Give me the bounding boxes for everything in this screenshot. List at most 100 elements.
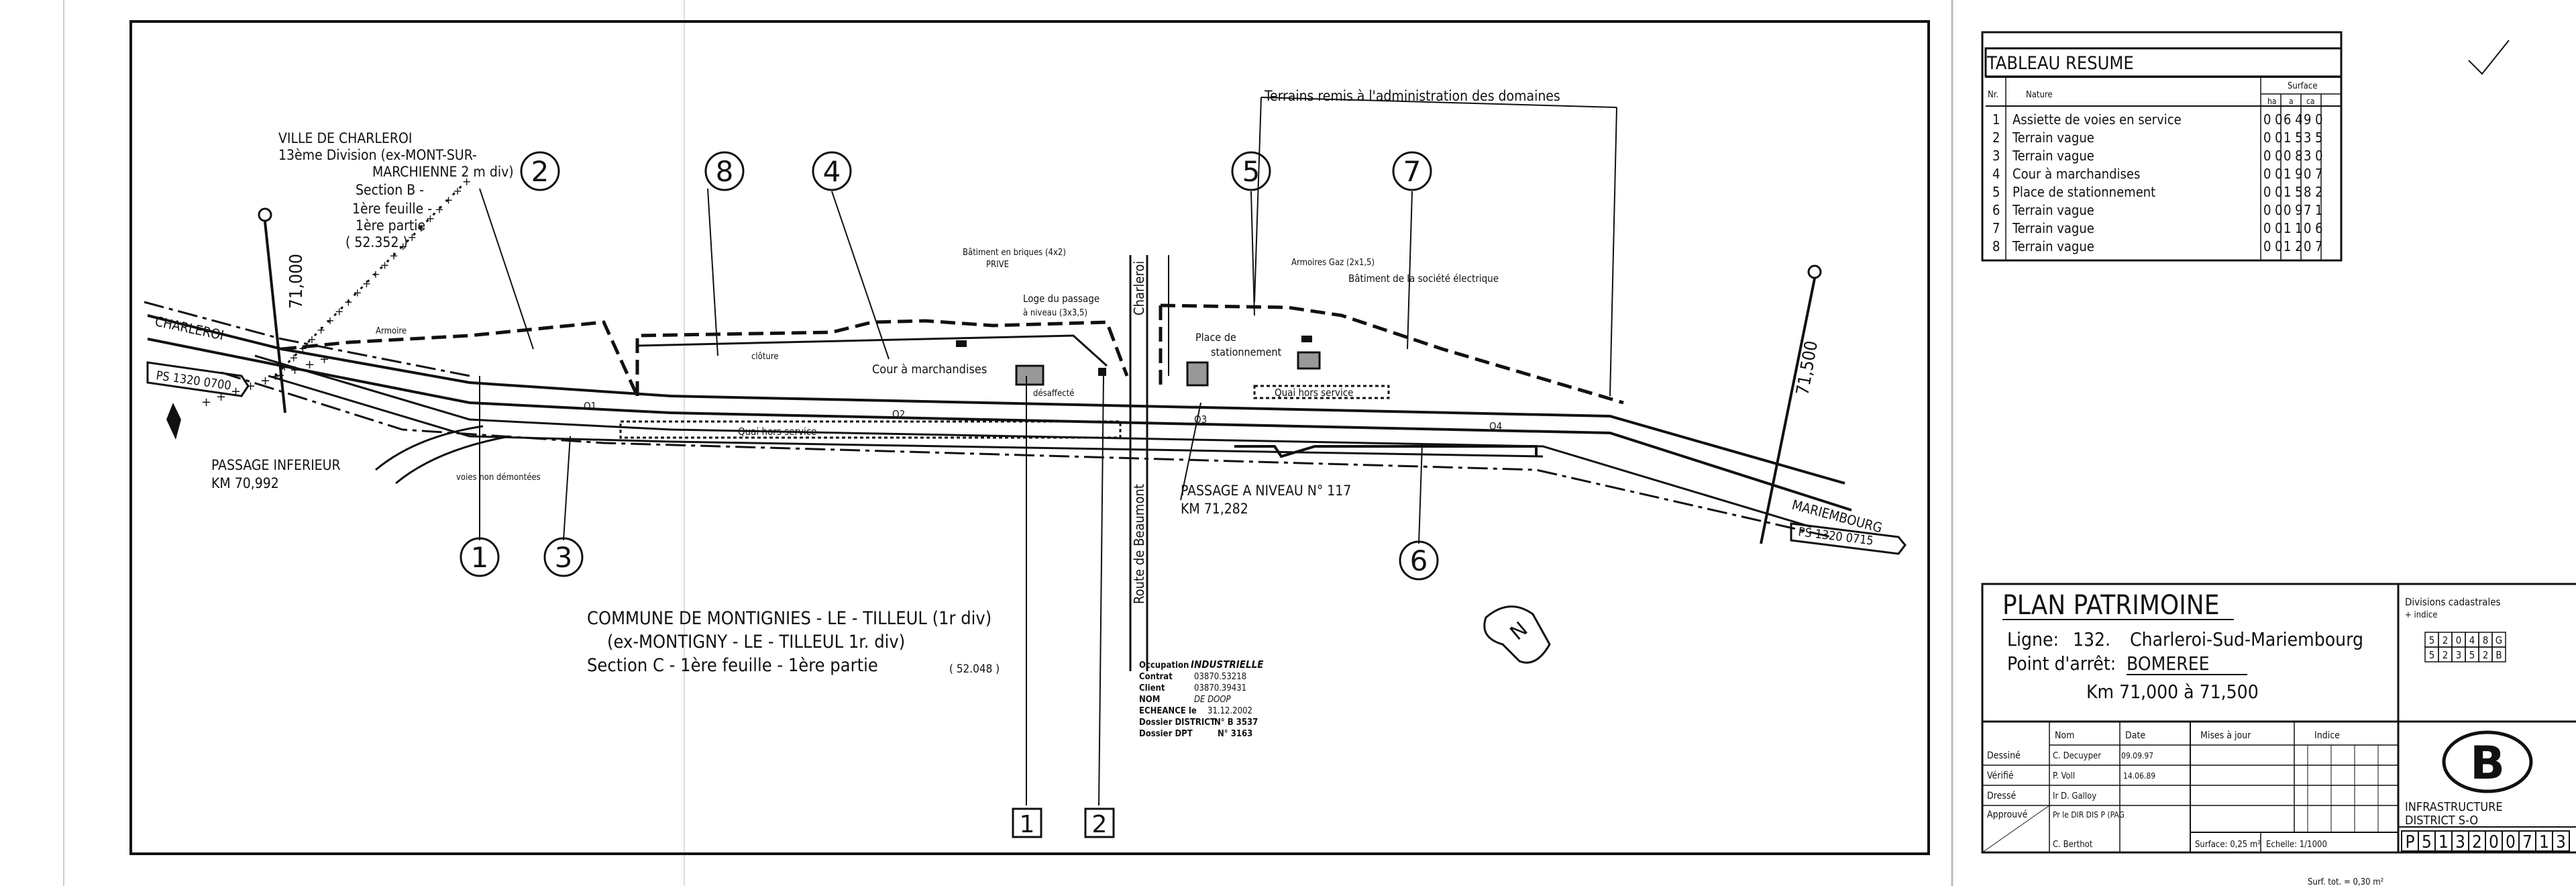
contrat-value: 03870.53218 <box>1194 672 1246 682</box>
terrains-remis-label: Terrains remis à l'administration des do… <box>1264 88 1560 104</box>
surface-label: Surface: 0,25 m² <box>2195 840 2261 850</box>
division-digit: 5 <box>2429 634 2435 646</box>
boundary-x-mark: + <box>280 360 289 373</box>
parcel-5-label: 5 <box>1242 155 1260 188</box>
row-a: 1 5 <box>2284 184 2303 200</box>
row-ca: 0 7 <box>2304 166 2323 182</box>
charleroi-road-label: Charleroi <box>1131 261 1147 315</box>
division-digit: G <box>2496 634 2502 646</box>
row-number: 8 <box>1992 238 2000 254</box>
boundary-x-mark: + <box>317 324 325 336</box>
echeance-value: 31.12.2002 <box>1208 706 1252 716</box>
contrat-label: Contrat <box>1139 672 1173 682</box>
cloture-label: clôture <box>751 352 779 362</box>
parcel-8-label: 8 <box>716 155 734 188</box>
row-a: 6 4 <box>2284 111 2303 128</box>
verifie-date: 14.06.89 <box>2123 771 2155 781</box>
sncb-logo-icon: B <box>2442 730 2533 793</box>
batiment-briques-label: Bâtiment en briques (4x2) <box>963 248 1066 258</box>
boundary-x-mark: + <box>290 363 300 377</box>
dossier-district-label: Dossier DISTRICT <box>1139 718 1216 728</box>
plan-number-cell <box>2552 830 2570 852</box>
boundary-x-mark: + <box>371 268 380 281</box>
commune-ref: ( 52.048 ) <box>949 662 1000 676</box>
dossier-dpt-value: N° 3163 <box>1218 729 1252 739</box>
col-indice: Indice <box>2314 730 2340 741</box>
boundary-x-mark: + <box>307 333 316 346</box>
row-ha: 0 0 <box>2263 111 2283 128</box>
row-ca: 3 5 <box>2304 130 2323 146</box>
division-digit: 2 <box>2443 634 2449 646</box>
place-label: Place de <box>1195 331 1236 344</box>
row-ca: 9 0 <box>2304 111 2323 128</box>
drawing-frame <box>129 20 1930 855</box>
track-o2: O2 <box>892 408 905 420</box>
division-digit: 4 <box>2469 634 2475 646</box>
row-ca: 8 2 <box>2304 184 2323 200</box>
track-o4: O4 <box>1489 420 1502 432</box>
row-a: 0 9 <box>2284 202 2303 218</box>
parcel-6-label: 6 <box>1410 544 1428 577</box>
verifie-nom: P. Voll <box>2053 771 2075 781</box>
plan-number-digit: 3 <box>2556 832 2566 852</box>
dossier-dpt-label: Dossier DPT <box>1139 729 1193 739</box>
nom-value: DE DOOP <box>1194 695 1232 705</box>
leader-lines <box>479 97 1617 806</box>
batiment-societe-label: Bâtiment de la société électrique <box>1348 273 1499 285</box>
boundary-x-mark: + <box>444 194 453 207</box>
dresse-nom: Ir D. Galloy <box>2053 791 2096 801</box>
row-nature: Terrain vague <box>2012 238 2094 254</box>
boundary-x-mark: + <box>260 374 270 388</box>
row-ca: 0 7 <box>2304 238 2323 254</box>
col-mises: Mises à jour <box>2200 730 2251 741</box>
commune-line2: (ex-MONTIGNY - LE - TILLEUL 1r. div) <box>607 632 905 652</box>
boundary-x-mark: + <box>380 258 389 271</box>
boundary-x-mark: + <box>289 351 298 364</box>
partie-b-label: 1ère partie <box>356 217 425 234</box>
railway-tracks <box>144 180 1852 538</box>
division-digit: 0 <box>2456 634 2462 646</box>
tableau-col-nature: Nature <box>2026 90 2053 100</box>
boundary-x-mark: + <box>435 203 443 215</box>
tableau-sub-ca: ca <box>2306 97 2315 106</box>
boundary-x-mark: + <box>305 358 315 372</box>
division-digit: B <box>2496 649 2502 661</box>
boundary-x-mark: + <box>398 240 407 253</box>
row-number: 2 <box>1992 130 2000 146</box>
division-digit: 2 <box>2443 649 2449 661</box>
col-nom: Nom <box>2055 730 2074 741</box>
boundary-x-mark: + <box>417 222 425 234</box>
row-ha: 0 0 <box>2263 220 2283 236</box>
parcel-2-label: 2 <box>531 155 549 188</box>
ref-b-label: ( 52.352 ) <box>345 234 408 250</box>
division-label: 13ème Division (ex-MONT-SUR- <box>278 147 477 163</box>
plan-number-digit: 2 <box>2472 832 2482 852</box>
parcel-7-label: 7 <box>1403 155 1421 188</box>
nom-label: NOM <box>1139 695 1160 705</box>
loge-label: Loge du passage <box>1023 293 1099 305</box>
plan-number-digit: 1 <box>2438 832 2449 852</box>
row-number: 3 <box>1992 148 2000 164</box>
boundary-x-mark: + <box>426 212 435 225</box>
parcel-outlines <box>281 255 1624 671</box>
commune-line3: Section C - 1ère feuille - 1ère partie <box>587 655 878 676</box>
division-digit: 5 <box>2429 649 2435 661</box>
plan-number-digit: 5 <box>2422 832 2432 852</box>
route-label: Route de Beaumont <box>1131 484 1147 604</box>
loge2-label: à niveau (3x3,5) <box>1023 308 1087 318</box>
row-ha: 0 0 <box>2263 166 2283 182</box>
km-range: Km 71,000 à 71,500 <box>2086 681 2259 703</box>
row-nature: Terrain vague <box>2012 220 2094 236</box>
plan-number-digit: 3 <box>2455 832 2465 852</box>
row-nature: Cour à marchandises <box>2012 166 2140 182</box>
tableau-col-no: Nr. <box>1988 90 1998 100</box>
boundary-x-mark: + <box>453 185 462 197</box>
division2-label: MARCHIENNE 2 m div) <box>372 164 514 180</box>
dessine-nom: C. Decuyper <box>2053 751 2101 761</box>
km-post-right <box>1760 264 1822 544</box>
plan-number-digit: 0 <box>2506 832 2516 852</box>
